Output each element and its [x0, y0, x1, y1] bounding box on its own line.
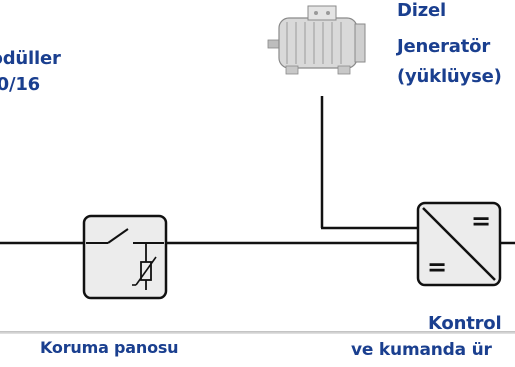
generator-label-line2: Jeneratör — [397, 36, 490, 57]
generator-label-line1: Dizel — [397, 0, 446, 21]
generator-label-line3: (yüklüyse) — [397, 66, 502, 87]
modules-label-line2: 220/16 — [0, 74, 40, 95]
control-unit-label-line2: ve kumanda ür — [351, 340, 492, 360]
converter-icon — [416, 201, 502, 287]
converter-dc-symbol: = — [471, 207, 491, 235]
protection-panel-label: Koruma panosu — [40, 338, 179, 357]
bottom-divider — [0, 331, 515, 334]
control-unit-label-line1: Kontrol — [428, 313, 502, 334]
converter-ac-symbol: = — [427, 253, 447, 281]
modules-label-line1: modüller — [0, 48, 61, 69]
diesel-generator-icon — [267, 5, 366, 75]
protection-panel-icon — [82, 214, 168, 300]
